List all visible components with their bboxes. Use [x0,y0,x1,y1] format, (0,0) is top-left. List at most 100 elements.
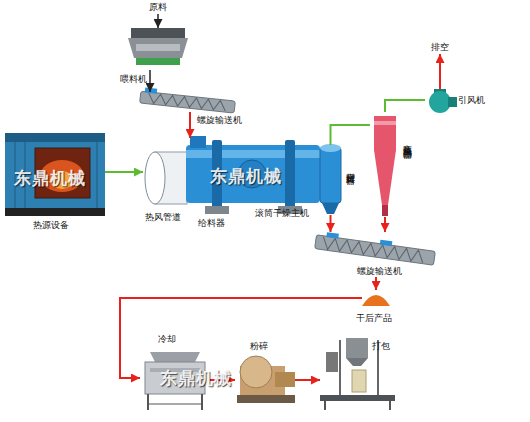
cyclone-cone [374,150,396,205]
packer-leg [389,401,391,410]
product-pile [362,295,390,306]
watermark: 东鼎机械 [14,168,86,188]
screw-conveyor-top [140,87,236,113]
flow-connector [105,171,143,173]
sealed-discharger [320,144,341,214]
duct-mouth [145,152,165,204]
flow-connector [157,14,159,28]
feeder-machine: 喂料机 [128,28,188,70]
cooler-leg [201,394,203,410]
hot-air-duct: 热风管道 [143,148,185,206]
node-label: 原料 [143,0,173,14]
conveyor-inlet [145,88,157,94]
node-label: 高效旋风除尘器 [402,137,413,144]
flow-connector [331,125,371,145]
heat-source [5,133,105,216]
feeder-lid [131,28,185,38]
part-label: 给料器 [198,218,225,229]
flow-connector [189,112,191,138]
node-label: 螺旋输送机 [357,266,402,277]
riding-ring [285,140,295,208]
cyclone-separator [374,116,396,216]
cyclone-band [374,121,396,125]
node-label: 热源设备 [33,220,69,231]
feeder-panel [136,44,180,51]
node-label: 热风管道 [145,212,181,223]
cooler-hopper [150,352,200,362]
flow-connector [120,298,362,378]
furnace-body [5,141,105,209]
node-label: 打包 [372,341,390,352]
crusher-machine: 粉碎 [235,355,295,405]
conveyor-inlet [326,232,339,239]
node-label: 引风机 [458,95,485,106]
cooler-leg [147,394,149,410]
product-pile: 干后产品 [362,290,390,306]
packer-spout [346,358,368,366]
crusher-housing [240,356,272,388]
packer-belt [320,395,395,401]
screw-conveyor: 螺旋输送机 [315,232,435,277]
flow-connector [385,100,425,112]
drum-dryer [186,136,320,214]
packing-machine [320,338,395,410]
drum-support [205,206,229,214]
furnace-base [5,208,105,216]
flow-connector [330,215,332,232]
node-label: 螺旋输送机 [197,115,242,126]
discharger-cap [320,144,341,152]
feeder-base [136,58,180,65]
flow-connector [149,70,151,92]
crusher-machine [237,356,295,403]
pile-shape [362,295,390,306]
packing-machine: 打包 [320,335,395,410]
node-label: 冷却 [158,334,176,345]
conveyor-spiral [322,237,425,263]
cyclone-barrel [374,116,396,150]
cooler-brace [148,404,202,405]
induced-draft-fan [429,89,457,113]
packer-hopper [346,338,368,358]
conveyor-tube [140,91,236,113]
discharger-outlet [322,203,339,214]
node-label: 密封排料器 [345,165,356,170]
watermark: 东鼎机械 [210,166,282,186]
control-box [326,352,338,372]
drum-feeder [190,136,206,148]
conveyor-spiral [148,93,227,111]
crusher-base [237,395,295,403]
cyclone-separator: 高效旋风除尘器 [370,112,400,217]
exhaust-output: 排空 [427,40,453,54]
sealed-discharger: 密封排料器 [318,145,343,215]
induced-draft-fan: 引风机 [425,89,455,113]
fan-housing [429,91,451,113]
screw-conveyor: 螺旋输送机 [140,92,235,112]
hot-air-duct [145,152,187,204]
drum-highlight [186,150,320,158]
packer-frame [339,340,341,396]
discharger-body [320,147,341,203]
packing-sack [352,370,366,392]
packer-leg [324,401,326,410]
flow-connector [295,379,320,381]
fan-motor [448,97,457,107]
conveyor-inlet [380,240,393,247]
watermark: 东鼎机械 [160,368,232,388]
material-input: 原料 [143,0,173,14]
conveyor-tube [315,235,436,266]
feeder-hopper [128,38,188,58]
feeder-machine [128,28,188,65]
furnace-roof [5,133,105,142]
flow-connector [375,277,377,290]
node-label: 粉碎 [250,341,268,352]
node-label: 滚筒干燥主机 [255,208,309,219]
drum-body [186,145,320,203]
cyclone-outlet [382,205,388,216]
flow-connector [384,217,386,232]
screw-conveyor-bottom [315,231,436,266]
furnace-rib [97,142,98,208]
